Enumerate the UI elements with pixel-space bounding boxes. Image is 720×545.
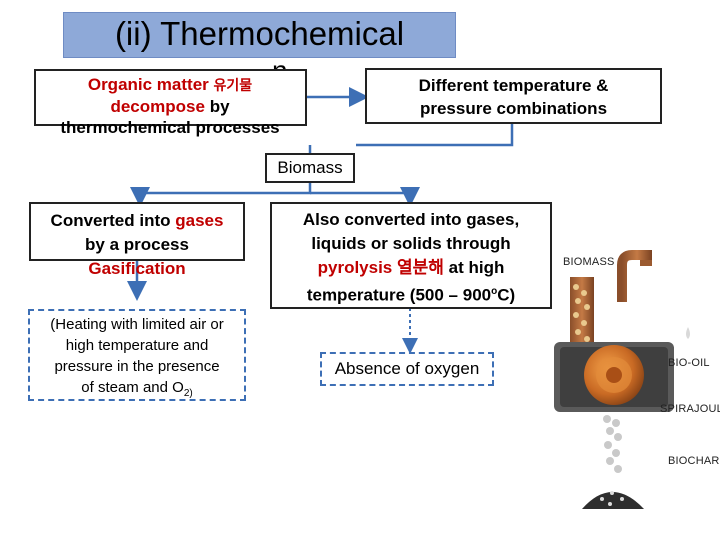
conditions-line-2: pressure combinations xyxy=(419,99,608,118)
oxygen-subscript: 2) xyxy=(183,388,193,399)
heating-line-3: pressure in the presence xyxy=(54,358,220,375)
thermochemical-processes: thermochemical processes xyxy=(60,118,280,137)
pyrolysis-temperature-unit: C) xyxy=(497,285,516,305)
biomass-box: Biomass xyxy=(265,153,355,183)
organic-matter-korean: 유기물 xyxy=(213,77,253,93)
arrow-biomass-to-gasification xyxy=(130,182,312,207)
gases-term: gases xyxy=(175,211,224,230)
organic-matter-term: Organic matter xyxy=(87,75,209,94)
heating-line-4: of steam and O xyxy=(81,379,184,396)
arrow-conditions-to-biomass xyxy=(356,124,514,147)
title-banner xyxy=(63,12,456,58)
gasification-line-2: by a process xyxy=(85,235,189,254)
spirajoule-illustration-label: SPIRAJOULE xyxy=(660,403,720,415)
degree-sign: o xyxy=(491,286,498,297)
pyrolysis-term: pyrolysis xyxy=(317,258,393,277)
organic-matter-box xyxy=(34,69,307,126)
gasification-box: Converted into gases by a process Gasifi… xyxy=(29,202,245,278)
gasification-line-1: Converted into xyxy=(50,211,171,230)
heating-line-1: (Heating with limited air or xyxy=(50,316,224,333)
biochar-illustration-label: BIOCHAR xyxy=(668,455,720,467)
pyrolysis-line-1: Also converted into gases, xyxy=(302,210,520,229)
bio-oil-illustration-label: BIO-OIL xyxy=(668,357,710,369)
heating-line-2: high temperature and xyxy=(65,337,209,354)
pyrolysis-temperature: temperature (500 – 900 xyxy=(306,285,492,305)
decompose-term: decompose xyxy=(110,97,205,116)
pyrolysis-reactor-illustration: BIOMASS BIO-OIL SPIRAJOULE BIOCHAR xyxy=(552,247,720,540)
page-title: (ii) Thermochemical xyxy=(114,15,405,52)
biomass-illustration-label: BIOMASS xyxy=(563,256,615,268)
pyrolysis-line-3-tail: at high xyxy=(448,258,505,277)
heating-conditions-box: (Heating with limited air or high temper… xyxy=(28,309,246,401)
conditions-box: Different temperature & pressure combina… xyxy=(365,68,662,124)
decompose-by: by xyxy=(209,97,230,116)
oxygen-label: Absence of oxygen xyxy=(334,359,480,378)
pyrolysis-line-2: liquids or solids through xyxy=(311,234,511,253)
arrow-biomass-to-pyrolysis xyxy=(310,187,420,207)
gasification-term: Gasification xyxy=(88,259,186,278)
biomass-label: Biomass xyxy=(277,158,343,177)
oxygen-box: Absence of oxygen xyxy=(320,352,494,386)
pyrolysis-korean: 열분해 xyxy=(397,258,444,277)
conditions-line-1: Different temperature & xyxy=(418,76,609,95)
pyrolysis-box: Also converted into gases, liquids or so… xyxy=(270,202,552,309)
organic-matter-text: Organic matter 유기물 decompose by thermoch… xyxy=(20,74,320,138)
